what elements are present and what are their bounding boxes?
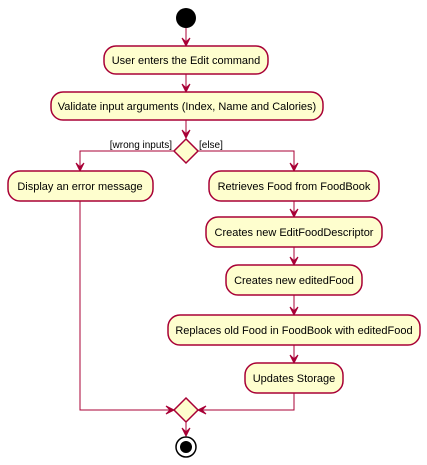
edge-error-to-merge	[79, 201, 170, 411]
action-create-edited-food: Creates new editedFood	[225, 264, 363, 296]
edge-storage-to-merge	[202, 393, 295, 411]
arrowhead	[181, 129, 191, 140]
action-retrieve-food-label: Retrieves Food from FoodBook	[218, 181, 371, 193]
start-node	[176, 8, 196, 28]
action-enter-command: User enters the Edit command	[103, 45, 269, 75]
arrowhead	[165, 405, 176, 415]
action-create-descriptor-label: Creates new EditFoodDescriptor	[215, 227, 374, 239]
action-validate-label: Validate input arguments (Index, Name an…	[58, 101, 316, 113]
guard-wrong-inputs: [wrong inputs]	[110, 140, 172, 151]
arrowhead	[181, 83, 191, 94]
edge-decision-to-retrieve	[198, 150, 295, 167]
guard-else: [else]	[199, 140, 223, 151]
edge-decision-to-error	[79, 150, 174, 167]
arrowhead	[289, 306, 299, 317]
action-create-descriptor: Creates new EditFoodDescriptor	[205, 216, 383, 248]
action-display-error: Display an error message	[7, 170, 154, 202]
end-node	[175, 436, 197, 458]
arrowhead	[181, 427, 191, 438]
arrowhead	[289, 256, 299, 267]
action-retrieve-food: Retrieves Food from FoodBook	[208, 170, 380, 202]
arrowhead	[196, 405, 207, 415]
arrowhead	[289, 208, 299, 219]
action-replace-food-label: Replaces old Food in FoodBook with edite…	[175, 325, 412, 337]
arrowhead	[289, 354, 299, 365]
arrowhead	[289, 162, 299, 173]
action-display-error-label: Display an error message	[17, 181, 142, 193]
action-create-edited-food-label: Creates new editedFood	[234, 275, 354, 287]
action-enter-command-label: User enters the Edit command	[112, 55, 261, 67]
action-replace-food: Replaces old Food in FoodBook with edite…	[167, 314, 421, 346]
action-update-storage: Updates Storage	[244, 362, 344, 394]
arrowhead	[181, 37, 191, 48]
merge-diamond	[172, 396, 200, 424]
arrowhead	[75, 162, 85, 173]
action-update-storage-label: Updates Storage	[253, 373, 336, 385]
decision-diamond	[172, 137, 200, 165]
action-validate: Validate input arguments (Index, Name an…	[50, 91, 324, 121]
